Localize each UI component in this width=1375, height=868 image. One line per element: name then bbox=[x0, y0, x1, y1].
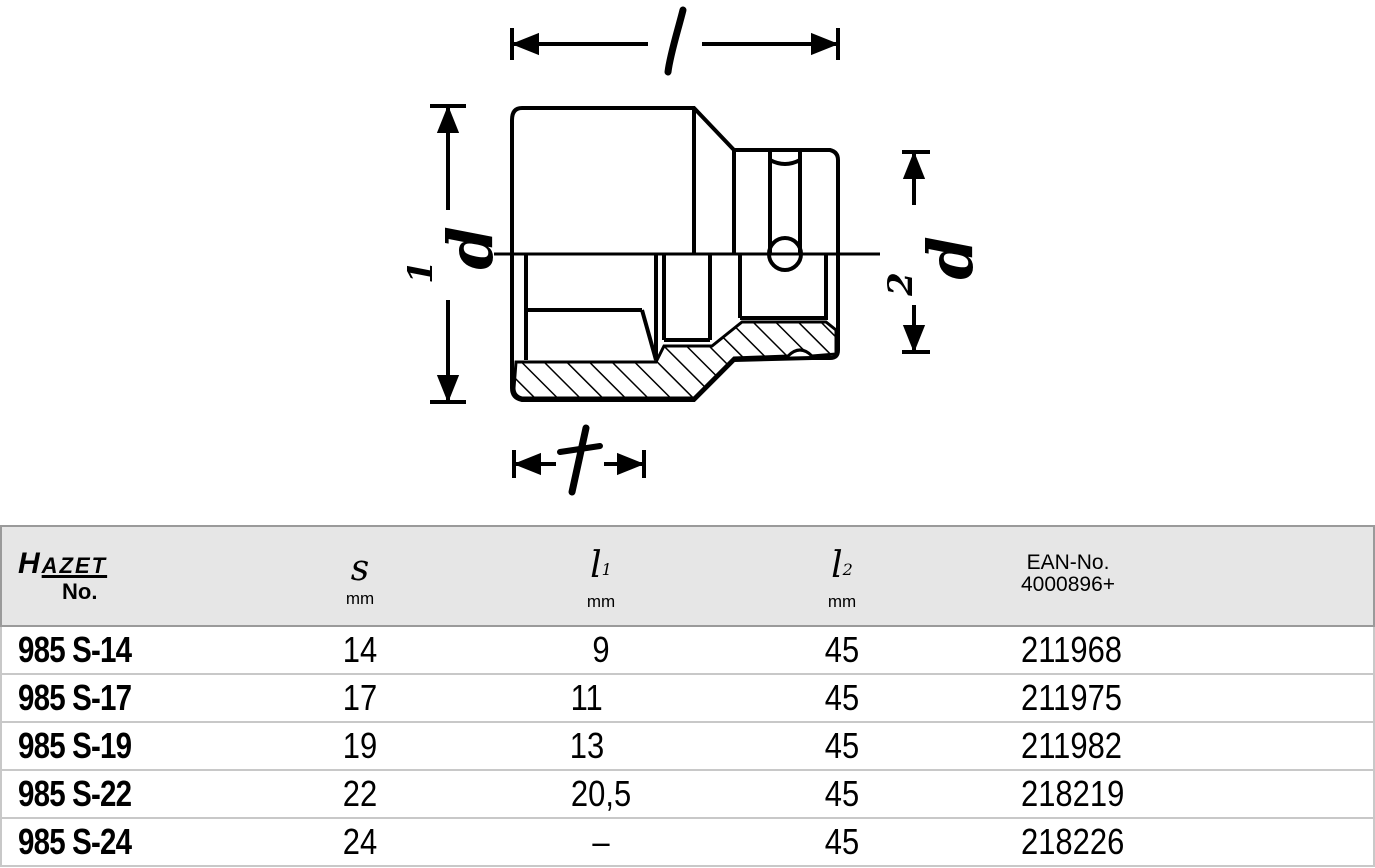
product-table: HAZET No. s mm l1 mm l2 mm bbox=[0, 525, 1375, 867]
value-l2: 45 bbox=[824, 677, 860, 718]
ean-label-line1: EAN-No. bbox=[1026, 551, 1110, 574]
header-l2: l2 mm bbox=[711, 525, 973, 627]
header-s-unit: mm bbox=[345, 589, 375, 608]
item-number: 985 S-22 bbox=[18, 773, 132, 814]
cell-l2: 45 bbox=[711, 626, 973, 675]
header-l1: l1 mm bbox=[491, 525, 711, 627]
dimension-d2: d 2 bbox=[881, 150, 987, 354]
table-header-row: HAZET No. s mm l1 mm l2 mm bbox=[0, 525, 1375, 627]
header-brand-no: HAZET No. bbox=[0, 525, 229, 627]
cell-ean: 211968 bbox=[973, 626, 1375, 675]
dimension-t bbox=[512, 424, 646, 496]
brand-initial: H bbox=[18, 547, 42, 580]
header-no-label: No. bbox=[62, 579, 98, 604]
value-l1: 11 bbox=[570, 677, 604, 718]
svg-text:1: 1 bbox=[401, 260, 441, 284]
cell-l2: 45 bbox=[711, 818, 973, 867]
svg-text:2: 2 bbox=[881, 272, 921, 297]
header-l1-symbol: l1 bbox=[491, 548, 711, 590]
value-l1: 20,5 bbox=[570, 773, 632, 814]
hatched-section bbox=[512, 320, 838, 400]
header-ean-label: EAN-No. 4000896+ bbox=[1021, 552, 1115, 596]
product-table-container: HAZET No. s mm l1 mm l2 mm bbox=[0, 525, 1375, 868]
value-l1: 9 bbox=[592, 629, 610, 670]
cell-ean: 211975 bbox=[973, 674, 1375, 723]
dimension-l bbox=[510, 6, 840, 76]
table-row: 985 S-14 14 9 45 211968 bbox=[0, 626, 1375, 675]
value-ean: 218219 bbox=[1021, 773, 1125, 814]
item-number: 985 S-19 bbox=[18, 725, 132, 766]
cell-l1: 11 bbox=[491, 674, 711, 723]
l2-sub: 2 bbox=[842, 560, 853, 579]
ean-label-line2: 4000896+ bbox=[1021, 573, 1116, 596]
l1-sub: 1 bbox=[601, 560, 612, 579]
cell-l2: 45 bbox=[711, 674, 973, 723]
socket-body bbox=[510, 106, 840, 402]
header-s-symbol: s bbox=[350, 548, 370, 589]
value-ean: 218226 bbox=[1021, 821, 1125, 862]
socket-technical-drawing: d 1 d 2 bbox=[401, 6, 987, 496]
brand-rest: AZET bbox=[41, 553, 108, 578]
cell-s: 17 bbox=[229, 674, 491, 723]
l2-letter: l bbox=[831, 545, 843, 586]
header-ean: EAN-No. 4000896+ bbox=[973, 525, 1375, 627]
cell-ean: 211982 bbox=[973, 722, 1375, 771]
item-number: 985 S-17 bbox=[18, 677, 132, 718]
cell-ean: 218226 bbox=[973, 818, 1375, 867]
value-s: 22 bbox=[342, 773, 378, 814]
cell-l1: 20,5 bbox=[491, 770, 711, 819]
item-number: 985 S-14 bbox=[18, 629, 132, 670]
cell-no: 985 S-17 bbox=[0, 674, 229, 723]
cell-l2: 45 bbox=[711, 722, 973, 771]
table-row: 985 S-22 22 20,5 45 218219 bbox=[0, 770, 1375, 819]
value-l2: 45 bbox=[824, 629, 860, 670]
table-row: 985 S-19 19 13 45 211982 bbox=[0, 722, 1375, 771]
l1-letter: l bbox=[590, 545, 602, 586]
svg-text:d: d bbox=[434, 226, 507, 269]
header-l1-unit: mm bbox=[586, 592, 616, 611]
value-s: 24 bbox=[342, 821, 378, 862]
value-ean: 211975 bbox=[1021, 677, 1123, 718]
cell-ean: 218219 bbox=[973, 770, 1375, 819]
value-s: 17 bbox=[342, 677, 378, 718]
cell-no: 985 S-24 bbox=[0, 818, 229, 867]
cell-s: 22 bbox=[229, 770, 491, 819]
value-s: 19 bbox=[342, 725, 378, 766]
item-number: 985 S-24 bbox=[18, 821, 132, 862]
cell-l1: – bbox=[491, 818, 711, 867]
value-s: 14 bbox=[342, 629, 378, 670]
hazet-logo: HAZET bbox=[18, 547, 107, 581]
cell-s: 14 bbox=[229, 626, 491, 675]
value-l2: 45 bbox=[824, 773, 860, 814]
cell-s: 24 bbox=[229, 818, 491, 867]
dimension-d1: d 1 bbox=[401, 104, 507, 404]
value-l1: 13 bbox=[569, 725, 605, 766]
header-l2-unit: mm bbox=[827, 592, 857, 611]
header-l2-symbol: l2 bbox=[711, 548, 973, 590]
cell-s: 19 bbox=[229, 722, 491, 771]
value-ean: 211968 bbox=[1021, 629, 1123, 670]
svg-text:d: d bbox=[914, 236, 987, 279]
cell-no: 985 S-14 bbox=[0, 626, 229, 675]
header-s: s mm bbox=[229, 525, 491, 627]
cell-no: 985 S-22 bbox=[0, 770, 229, 819]
table-row: 985 S-17 17 11 45 211975 bbox=[0, 674, 1375, 723]
value-l2: 45 bbox=[824, 821, 860, 862]
table-row: 985 S-24 24 – 45 218226 bbox=[0, 818, 1375, 867]
value-ean: 211982 bbox=[1021, 725, 1123, 766]
cell-no: 985 S-19 bbox=[0, 722, 229, 771]
cell-l1: 13 bbox=[491, 722, 711, 771]
value-l1: – bbox=[592, 821, 610, 862]
value-l2: 45 bbox=[824, 725, 860, 766]
cell-l1: 9 bbox=[491, 626, 711, 675]
cell-l2: 45 bbox=[711, 770, 973, 819]
